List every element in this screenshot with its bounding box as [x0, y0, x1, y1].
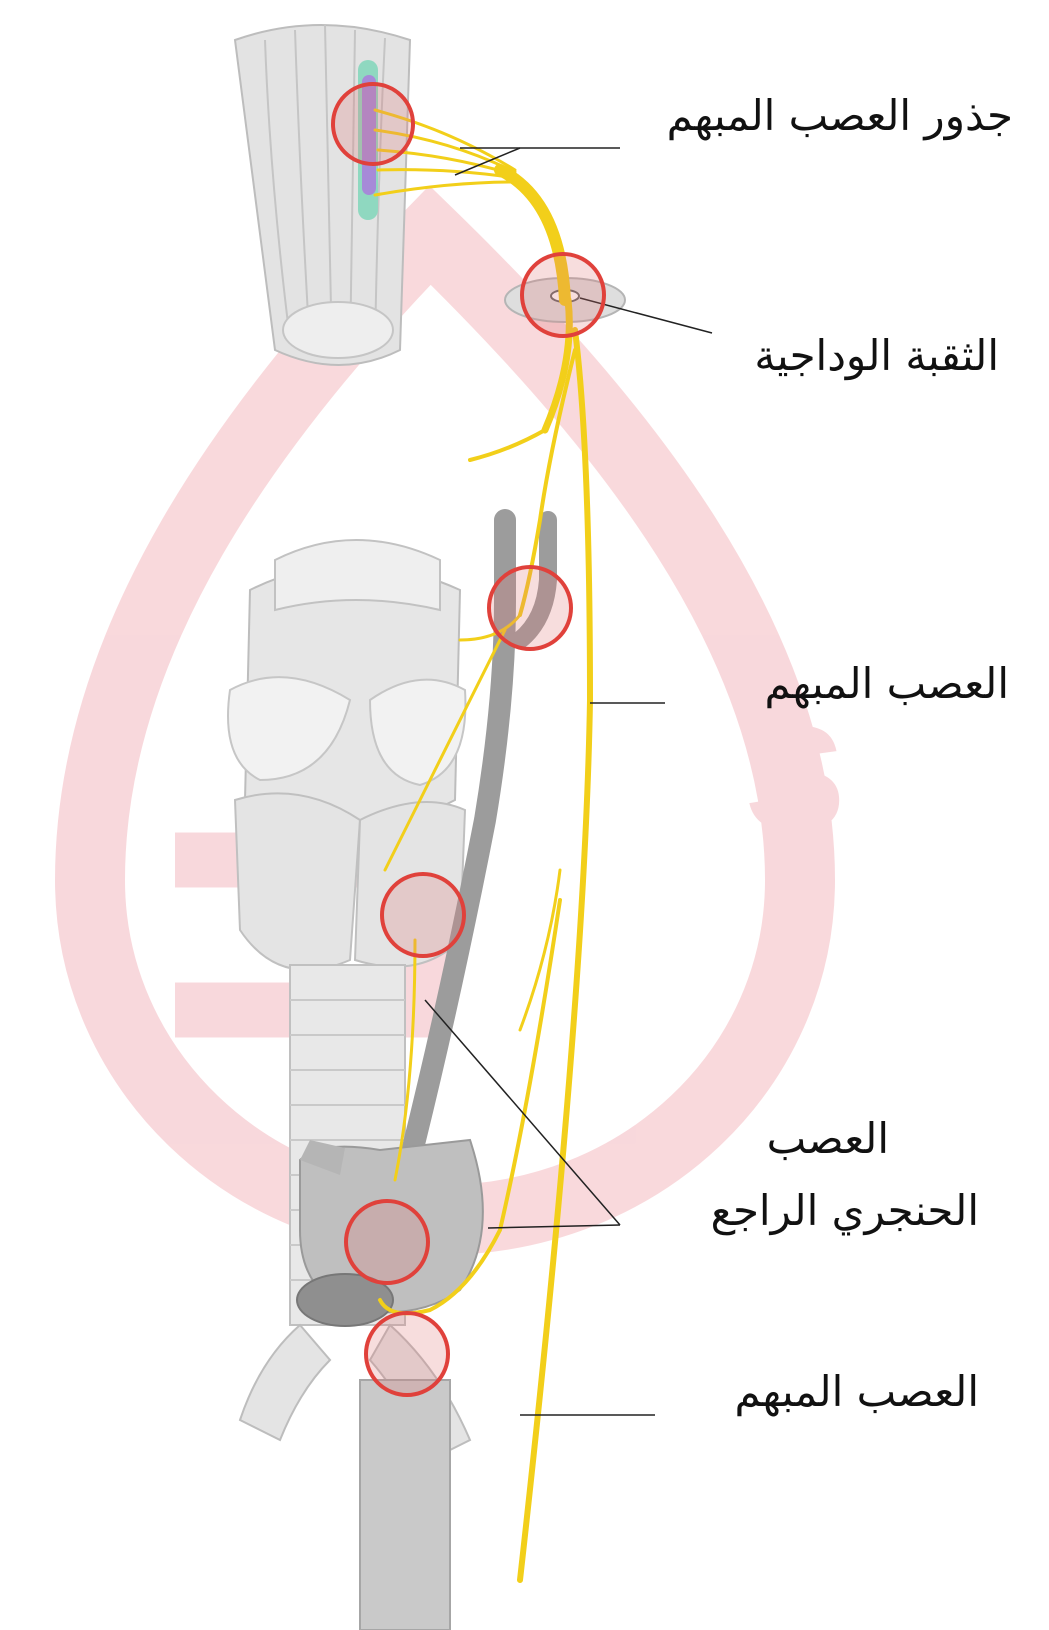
- label-recurrent-laryngeal-line1: العصب: [767, 1115, 889, 1163]
- svg-text:S: S: [745, 694, 845, 862]
- highlight-circle-roots: [333, 84, 413, 164]
- highlight-circle-thyroid: [382, 874, 464, 956]
- highlight-circle-foramen: [522, 254, 604, 336]
- highlight-circle-recurrent: [366, 1313, 448, 1395]
- label-vagus-nerve-upper: العصب المبهم: [765, 660, 1009, 708]
- watermark-logo: S: [90, 235, 845, 1220]
- label-jugular-foramen: الثقبة الوداجية: [754, 332, 999, 380]
- label-vagus-roots: جذور العصب المبهم: [667, 92, 1013, 140]
- highlight-circle-superior-laryngeal: [489, 567, 571, 649]
- label-vagus-nerve-lower: العصب المبهم: [735, 1368, 979, 1416]
- highlight-circle-arch: [346, 1201, 428, 1283]
- label-recurrent-laryngeal-line2: الحنجري الراجع: [711, 1187, 979, 1235]
